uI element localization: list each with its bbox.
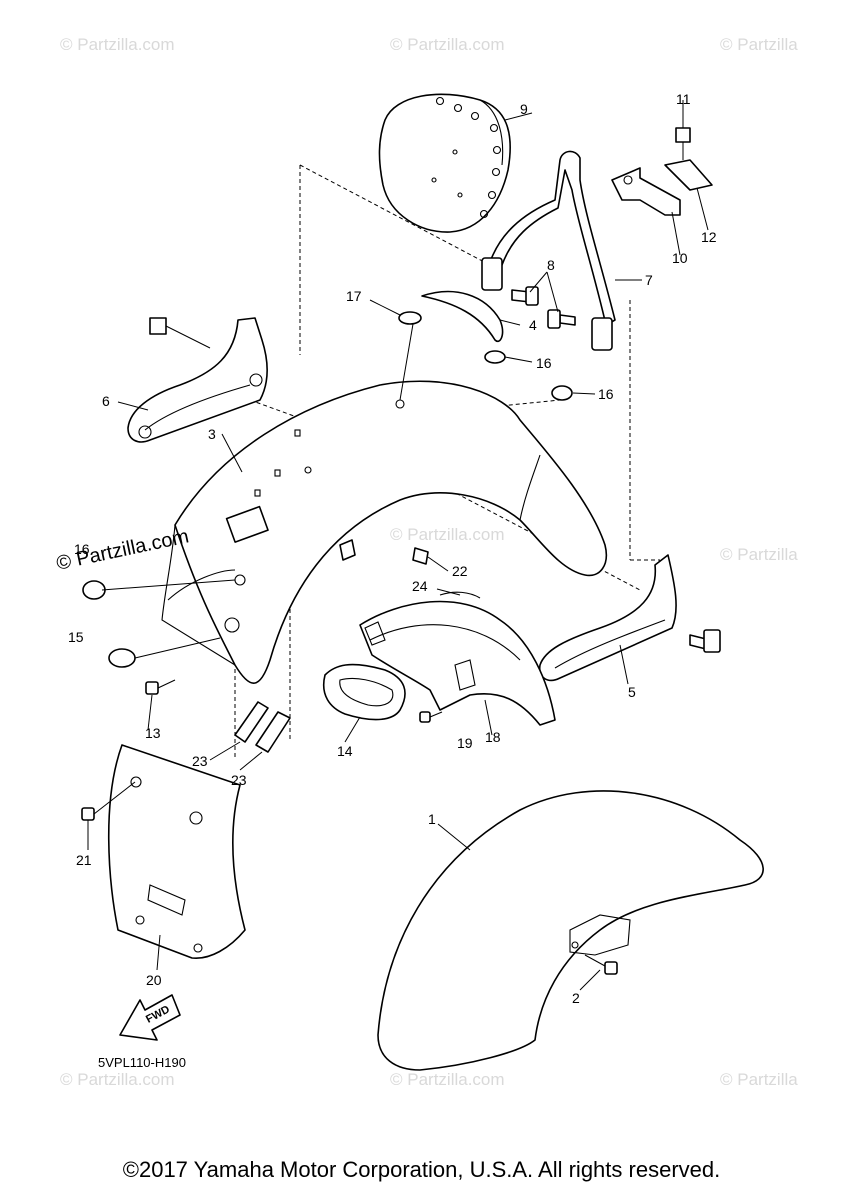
callout-label: 16 xyxy=(74,541,90,557)
callout-label: 3 xyxy=(208,426,216,442)
watermark-text: © Partzilla.com xyxy=(60,1070,175,1089)
part-20-side-cover xyxy=(107,744,246,959)
part-2-bolt xyxy=(584,954,618,975)
watermark-text: © Partzilla xyxy=(720,35,798,54)
part-6-left-grab-rail xyxy=(127,317,268,443)
watermark-overlay: © Partzilla.com xyxy=(54,525,190,575)
part-14-reflector xyxy=(323,663,406,721)
callout-label: 8 xyxy=(547,257,555,273)
callout-labels: 1 2 3 4 5 6 7 8 9 10 11 12 13 14 15 16 1… xyxy=(68,91,717,1006)
part-12-pad xyxy=(664,159,713,191)
part-7-backrest-frame xyxy=(481,150,616,351)
part-24-clip xyxy=(439,591,481,599)
callout-label: 21 xyxy=(76,852,92,868)
part-22-nut xyxy=(412,547,429,565)
part-13-bolt xyxy=(145,679,176,695)
callout-label: 16 xyxy=(536,355,552,371)
callout-label: 22 xyxy=(452,563,468,579)
callout-label: 6 xyxy=(102,393,110,409)
watermark-text: © Partzilla xyxy=(720,1070,798,1089)
callout-label: 15 xyxy=(68,629,84,645)
part-18-inner-fender xyxy=(359,600,556,726)
callout-label: 9 xyxy=(520,101,528,117)
callout-label: 7 xyxy=(645,272,653,288)
part-4-cover-strip xyxy=(421,290,504,342)
part-19-screw xyxy=(419,711,443,723)
part-3-rear-fender xyxy=(161,380,607,684)
part-17-washer xyxy=(398,311,422,325)
part-10-bracket xyxy=(611,167,681,216)
callout-label: 1 xyxy=(428,811,436,827)
callout-label: 10 xyxy=(672,250,688,266)
callout-label: 23 xyxy=(231,772,247,788)
callout-label: 5 xyxy=(628,684,636,700)
callout-label: 19 xyxy=(457,735,473,751)
callout-label: 24 xyxy=(412,578,428,594)
diagram-code: 5VPL110-H190 xyxy=(98,1055,186,1070)
part-11-bolt xyxy=(675,127,691,160)
watermark-text: © Partzilla.com xyxy=(390,35,505,54)
part-1-front-fender xyxy=(377,790,764,1071)
watermark-text: © Partzilla.com xyxy=(390,525,505,544)
callout-leaders xyxy=(87,100,709,991)
callout-label: 4 xyxy=(529,317,537,333)
callout-label: 23 xyxy=(192,753,208,769)
callout-label: 18 xyxy=(485,729,501,745)
part-23-tapes xyxy=(234,701,291,753)
callout-label: 13 xyxy=(145,725,161,741)
callout-label: 12 xyxy=(701,229,717,245)
part-8-bolts xyxy=(511,286,576,329)
part-9-backrest-pad xyxy=(378,93,511,233)
callout-label: 11 xyxy=(676,91,691,107)
watermark-text: © Partzilla.com xyxy=(390,1070,505,1089)
part-15-grommet xyxy=(108,637,221,668)
callout-label: 2 xyxy=(572,990,580,1006)
fwd-arrow: FWD xyxy=(119,994,181,1041)
part-5-right-grab-rail xyxy=(538,554,721,682)
callout-label: 14 xyxy=(337,743,353,759)
watermark-text: © Partzilla.com xyxy=(60,35,175,54)
callout-label: 20 xyxy=(146,972,162,988)
callout-label: 17 xyxy=(346,288,362,304)
copyright-notice: ©2017 Yamaha Motor Corporation, U.S.A. A… xyxy=(122,1157,721,1182)
callout-label: 16 xyxy=(598,386,614,402)
watermark-text: © Partzilla xyxy=(720,545,798,564)
watermarks: © Partzilla.com © Partzilla.com © Partzi… xyxy=(60,35,798,1089)
